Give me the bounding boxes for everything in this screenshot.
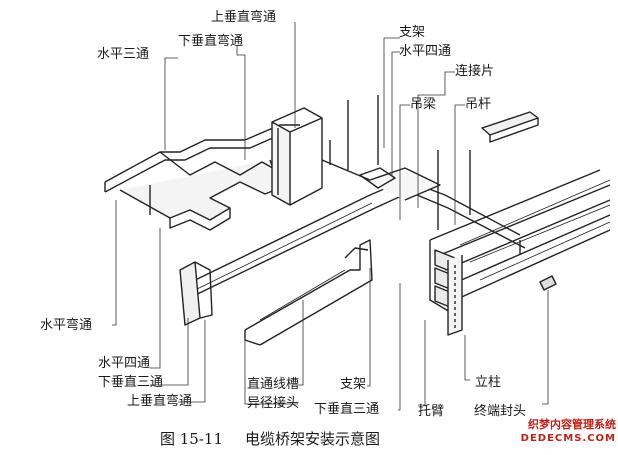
label-reducer: 异径接头 — [247, 396, 300, 411]
end-cap — [539, 275, 557, 291]
label-hanger-rod: 吊杆 — [465, 97, 492, 112]
watermark: 织梦内容管理系统 DEDECMS.COM — [512, 418, 616, 446]
column — [447, 255, 463, 336]
hanger-rods — [149, 95, 471, 230]
label-straight-trunking: 直通线槽 — [247, 377, 300, 392]
label-horizontal-cross-top: 水平四通 — [399, 44, 452, 59]
label-upper-vertical-elbow-top: 上垂直弯通 — [211, 10, 277, 25]
label-end-cap: 终端封头 — [474, 404, 527, 419]
watermark-line1: 织梦内容管理系统 — [528, 418, 616, 431]
label-lower-vertical-tee-bottom: 下垂直三通 — [314, 402, 380, 417]
label-horizontal-tee: 水平三通 — [97, 47, 150, 62]
leader-lines — [112, 22, 549, 411]
label-support-arm: 托臂 — [418, 404, 445, 419]
caption-title: 电缆桥架安装示意图 — [245, 430, 381, 448]
label-lower-vertical-elbow-top: 下垂直弯通 — [178, 34, 244, 49]
tray-drop-lower — [244, 239, 373, 346]
caption-number: 图 15-11 — [160, 430, 224, 448]
tray-upper-left — [104, 124, 300, 231]
label-connector-plate: 连接片 — [455, 64, 495, 79]
label-bracket-bottom: 支架 — [340, 377, 367, 392]
label-horizontal-cross-bottom: 水平四通 — [98, 356, 151, 371]
label-upper-vertical-elbow-bottom: 上垂直弯通 — [127, 394, 193, 409]
support-block-left — [179, 261, 213, 326]
label-horizontal-elbow: 水平弯通 — [40, 318, 93, 333]
label-lower-vertical-tee-left: 下垂直三通 — [98, 375, 164, 390]
watermark-line2: DEDECMS.COM — [520, 433, 616, 444]
label-column: 立柱 — [475, 375, 502, 390]
label-bracket-top: 支架 — [399, 25, 426, 40]
vertical-elbow-riser — [271, 107, 323, 206]
connector-plate — [481, 111, 539, 143]
label-hanger-beam: 吊梁 — [410, 97, 437, 112]
figure-caption: 图 15-11 电缆桥架安装示意图 — [160, 428, 380, 449]
